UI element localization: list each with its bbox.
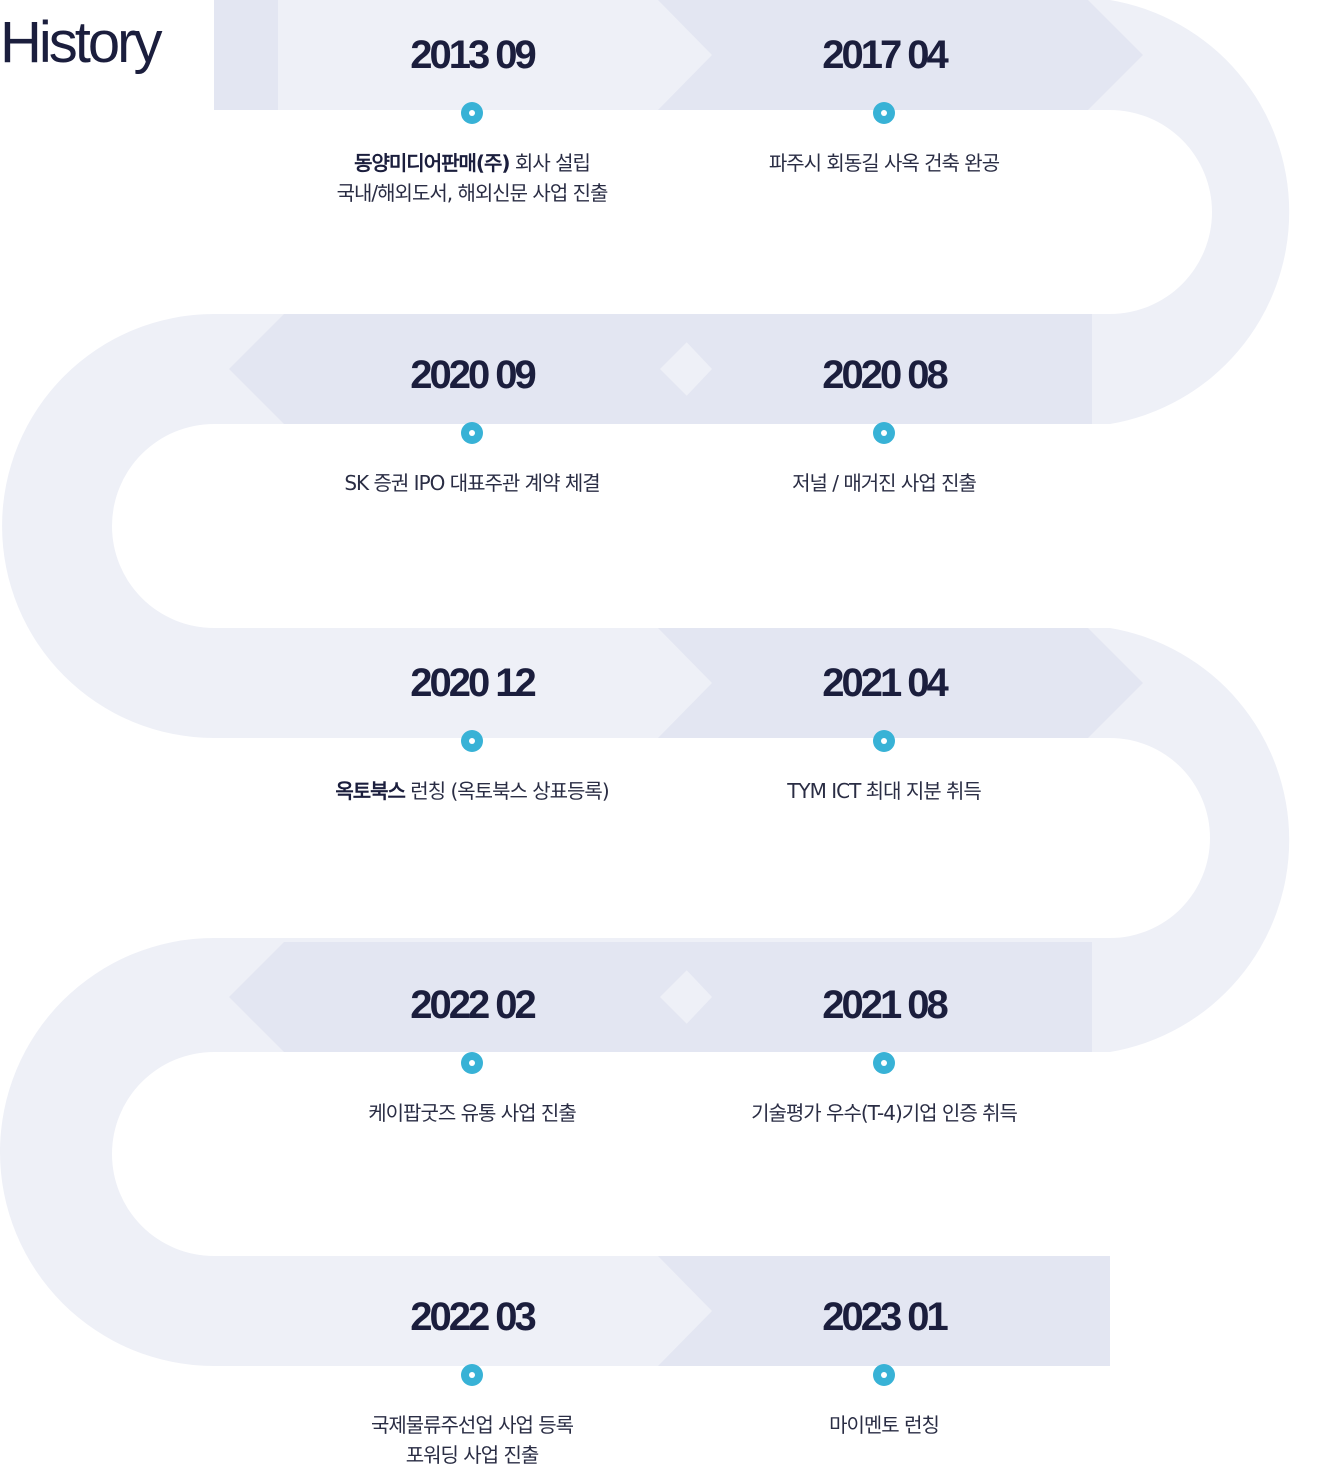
event-date: 2017 04: [822, 33, 949, 77]
event-date: 2022 02: [410, 983, 537, 1027]
event-date: 2020 09: [410, 353, 537, 397]
timeline-dot-icon: [873, 422, 895, 444]
event-description: 옥토북스 런칭 (옥토북스 상표등록): [262, 776, 682, 806]
timeline-event: 2021 08 기술평가 우수(T-4)기업 인증 취득: [674, 980, 1094, 1128]
event-date: 2021 04: [822, 661, 949, 705]
event-date: 2020 08: [822, 353, 949, 397]
timeline-dot-icon: [873, 1364, 895, 1386]
event-text-line2: 포워딩 사업 진출: [405, 1443, 540, 1467]
event-text: TYM ICT 최대 지분 취득: [787, 779, 982, 803]
event-text: 저널 / 매거진 사업 진출: [792, 471, 977, 495]
timeline-event: 2020 08 저널 / 매거진 사업 진출: [674, 350, 1094, 498]
event-date: 2021 08: [822, 983, 949, 1027]
event-text: 회사 설립: [509, 151, 591, 175]
event-text: 기술평가 우수(T-4)기업 인증 취득: [751, 1101, 1018, 1125]
event-text: 케이팝굿즈 유통 사업 진출: [368, 1101, 576, 1125]
event-description: 기술평가 우수(T-4)기업 인증 취득: [674, 1098, 1094, 1128]
event-description: SK 증권 IPO 대표주관 계약 체결: [262, 468, 682, 498]
event-text: 파주시 회동길 사옥 건축 완공: [768, 151, 1000, 175]
event-description: 케이팝굿즈 유통 사업 진출: [262, 1098, 682, 1128]
event-title-bold: 동양미디어판매(주): [354, 151, 510, 175]
timeline-dot-icon: [461, 1364, 483, 1386]
event-description: 저널 / 매거진 사업 진출: [674, 468, 1094, 498]
event-date: 2022 03: [410, 1295, 537, 1339]
event-date: 2020 12: [410, 661, 537, 705]
timeline-dot-icon: [873, 1052, 895, 1074]
timeline-dot-icon: [873, 102, 895, 124]
event-description: 국제물류주선업 사업 등록 포워딩 사업 진출: [262, 1410, 682, 1470]
event-description: 마이멘토 런칭: [674, 1410, 1094, 1440]
event-text: 런칭 (옥토북스 상표등록): [404, 779, 609, 803]
event-text: 마이멘토 런칭: [829, 1413, 940, 1437]
event-text: 국제물류주선업 사업 등록: [370, 1413, 574, 1437]
timeline-dot-icon: [461, 1052, 483, 1074]
page-title: History: [0, 10, 162, 75]
timeline-event: 2013 09 동양미디어판매(주) 회사 설립 국내/해외도서, 해외신문 사…: [262, 30, 682, 208]
timeline-dot-icon: [461, 730, 483, 752]
timeline-event: 2022 03 국제물류주선업 사업 등록 포워딩 사업 진출: [262, 1292, 682, 1470]
timeline-dot-icon: [461, 422, 483, 444]
event-title-bold: 옥토북스: [335, 779, 406, 803]
timeline-event: 2021 04 TYM ICT 최대 지분 취득: [674, 658, 1094, 806]
event-description: 동양미디어판매(주) 회사 설립 국내/해외도서, 해외신문 사업 진출: [262, 148, 682, 208]
event-date: 2023 01: [822, 1295, 949, 1339]
timeline-dot-icon: [873, 730, 895, 752]
timeline-event: 2017 04 파주시 회동길 사옥 건축 완공: [674, 30, 1094, 178]
track-arrows: [214, 0, 1143, 1366]
event-text: SK 증권 IPO 대표주관 계약 체결: [344, 471, 600, 495]
event-description: 파주시 회동길 사옥 건축 완공: [674, 148, 1094, 178]
event-description: TYM ICT 최대 지분 취득: [674, 776, 1094, 806]
timeline-event: 2022 02 케이팝굿즈 유통 사업 진출: [262, 980, 682, 1128]
event-text-line2: 국내/해외도서, 해외신문 사업 진출: [336, 181, 609, 205]
timeline-event: 2020 09 SK 증권 IPO 대표주관 계약 체결: [262, 350, 682, 498]
timeline-event: 2023 01 마이멘토 런칭: [674, 1292, 1094, 1440]
event-date: 2013 09: [410, 33, 537, 77]
timeline-dot-icon: [461, 102, 483, 124]
timeline-event: 2020 12 옥토북스 런칭 (옥토북스 상표등록): [262, 658, 682, 806]
